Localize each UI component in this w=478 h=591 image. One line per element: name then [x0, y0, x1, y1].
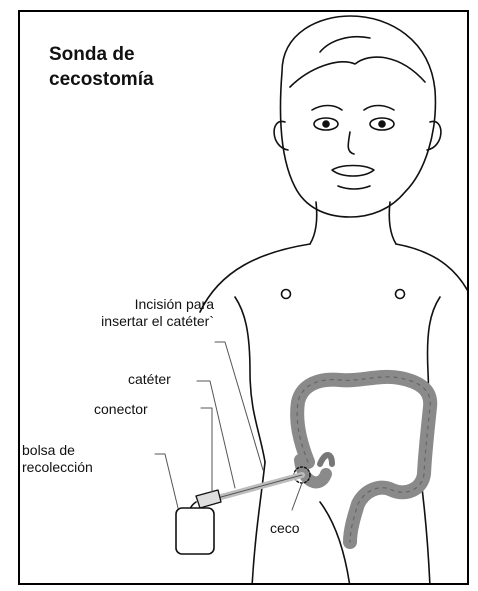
hair-strand	[320, 37, 370, 52]
waist-left	[252, 462, 265, 585]
catheter-edge	[210, 475, 302, 500]
nose	[348, 132, 354, 154]
neck-right	[389, 202, 396, 244]
arm-left	[235, 297, 265, 462]
label-bag-line-2: recolección	[22, 459, 93, 476]
label-incision-line-1: Incisión para	[34, 296, 214, 313]
leader-cecum	[292, 483, 302, 510]
colon	[294, 377, 430, 542]
title-line-1: Sonda de	[49, 42, 154, 67]
label-catheter: catéter	[128, 371, 171, 388]
nipple-left	[282, 290, 291, 299]
label-cecum: ceco	[270, 520, 300, 537]
chin-line	[338, 186, 370, 189]
cecostomy-diagram: Sonda de cecostomía Incisión para insert…	[18, 10, 469, 585]
leader-lines	[155, 342, 302, 510]
shoulder-left	[200, 244, 310, 312]
head-outline	[281, 16, 436, 217]
drainage-system	[176, 475, 302, 554]
leader-connector	[201, 408, 212, 492]
nipple-right	[396, 290, 405, 299]
eyebrow-right	[364, 106, 394, 111]
colon-body	[297, 377, 430, 542]
appendix	[320, 455, 332, 464]
child-head	[274, 16, 441, 217]
label-connector: conector	[94, 401, 148, 418]
pupil-right	[379, 121, 385, 127]
hair-line	[290, 57, 425, 87]
leader-bag	[155, 454, 178, 508]
mouth	[332, 166, 374, 177]
connector-body	[196, 490, 221, 508]
shoulder-right	[396, 244, 469, 297]
pupil-left	[323, 121, 329, 127]
collection-bag	[176, 508, 214, 554]
leader-catheter	[197, 381, 235, 488]
colon-haustra	[297, 377, 430, 542]
title-line-2: cecostomía	[49, 67, 154, 92]
diagram-title: Sonda de cecostomía	[49, 42, 154, 92]
eyebrow-left	[312, 106, 342, 111]
label-bag-line-1: bolsa de	[22, 442, 93, 459]
label-incision: Incisión para insertar el catéter`	[34, 296, 214, 330]
leader-incision	[215, 342, 263, 470]
label-bag: bolsa de recolección	[22, 442, 93, 476]
label-incision-line-2: insertar el catéter`	[34, 313, 214, 330]
